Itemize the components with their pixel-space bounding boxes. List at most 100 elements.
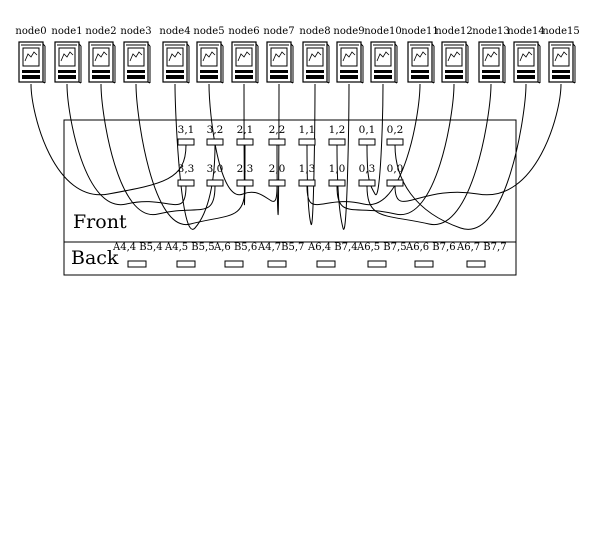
cable xyxy=(100,83,216,215)
port-socket xyxy=(386,179,404,187)
front-port: 3,3 xyxy=(177,163,195,187)
node-label: node2 xyxy=(85,26,116,37)
front-port: 2,2 xyxy=(268,124,286,146)
node-label: node14 xyxy=(507,26,545,37)
back-port-label: A4,5 B5,5 xyxy=(164,242,215,253)
server-icon xyxy=(54,41,82,84)
port-socket xyxy=(236,179,254,187)
port-socket xyxy=(298,138,316,146)
port-socket xyxy=(206,179,224,187)
server-icon xyxy=(196,41,224,84)
front-port-label: 0,1 xyxy=(359,124,376,136)
front-port: 1,1 xyxy=(298,124,316,146)
node-label: node5 xyxy=(193,26,224,37)
cable xyxy=(336,83,455,215)
front-port-label: 3,3 xyxy=(178,163,195,175)
node-4: node4 xyxy=(159,26,191,84)
server-icon xyxy=(162,41,190,84)
front-port-label: 2,2 xyxy=(269,124,286,136)
node-label: node0 xyxy=(15,26,46,37)
front-port-label: 1,0 xyxy=(329,163,346,175)
back-section-label: Back xyxy=(71,247,119,269)
front-port-label: 3,0 xyxy=(207,163,224,175)
switch-back-panel xyxy=(63,241,517,276)
node-3: node3 xyxy=(120,26,152,84)
cable xyxy=(366,83,384,196)
server-icon xyxy=(336,41,364,84)
front-port-label: 2,0 xyxy=(269,163,286,175)
cable xyxy=(243,83,246,205)
port-socket xyxy=(298,179,316,187)
front-port: 2,3 xyxy=(236,163,254,187)
node-1: node1 xyxy=(51,26,83,84)
node-5: node5 xyxy=(193,26,225,84)
port-socket xyxy=(177,179,195,187)
node-14: node14 xyxy=(507,26,545,84)
cable-group xyxy=(30,83,562,230)
node-label: node1 xyxy=(51,26,82,37)
cable xyxy=(66,83,187,206)
front-port-label: 3,1 xyxy=(178,124,195,136)
server-icon xyxy=(18,41,46,84)
front-port-label: 1,1 xyxy=(299,124,316,136)
front-port: 0,1 xyxy=(358,124,376,146)
node-label: node9 xyxy=(333,26,364,37)
node-13: node13 xyxy=(472,26,510,84)
port-socket xyxy=(358,138,376,146)
front-port: 1,3 xyxy=(298,163,316,187)
server-icon xyxy=(231,41,259,84)
back-port: A6,5 B7,5 xyxy=(356,242,407,268)
back-port: A6,7 B7,7 xyxy=(456,242,507,268)
node-6: node6 xyxy=(228,26,260,84)
back-port: A4,7B5,7 xyxy=(257,242,304,268)
front-port-label: 0,3 xyxy=(359,163,376,175)
node-label: node8 xyxy=(299,26,330,37)
server-icon xyxy=(266,41,294,84)
port-socket xyxy=(328,138,346,146)
node-label: node15 xyxy=(542,26,580,37)
front-port: 3,1 xyxy=(177,124,195,146)
front-port: 3,0 xyxy=(206,163,224,187)
front-port-label: 1,2 xyxy=(329,124,346,136)
server-icon xyxy=(513,41,541,84)
node-label: node13 xyxy=(472,26,510,37)
back-port-label: A,6 B5,6 xyxy=(213,242,257,253)
port-socket xyxy=(414,260,434,268)
node-label: node7 xyxy=(263,26,294,37)
back-port-label: A6,6 B7,6 xyxy=(405,242,456,253)
front-port: 2,0 xyxy=(268,163,286,187)
port-socket xyxy=(206,138,224,146)
port-socket xyxy=(236,138,254,146)
front-port: 2,1 xyxy=(236,124,254,146)
port-socket xyxy=(367,260,387,268)
node-2: node2 xyxy=(85,26,117,84)
server-icon xyxy=(441,41,469,84)
node-label: node6 xyxy=(228,26,259,37)
node-label: node10 xyxy=(364,26,402,37)
back-port: A,6 B5,6 xyxy=(213,242,257,268)
node-9: node9 xyxy=(333,26,365,84)
front-port-label: 1,3 xyxy=(299,163,316,175)
front-port: 0,0 xyxy=(386,163,404,187)
cable xyxy=(208,83,278,202)
port-socket xyxy=(316,260,336,268)
node-label: node12 xyxy=(435,26,473,37)
front-port-label: 0,0 xyxy=(387,163,404,175)
node-15: node15 xyxy=(542,26,580,84)
port-socket xyxy=(268,179,286,187)
back-port: A4,4 B5,4 xyxy=(112,242,163,268)
back-port: A4,5 B5,5 xyxy=(164,242,215,268)
back-port-label: A6,7 B7,7 xyxy=(456,242,507,253)
front-port: 0,3 xyxy=(358,163,376,187)
cable xyxy=(30,83,187,196)
server-icon xyxy=(88,41,116,84)
server-icon xyxy=(548,41,576,84)
front-section-label: Front xyxy=(73,211,127,233)
switch-chassis: Front Back xyxy=(63,119,517,276)
front-port: 3,2 xyxy=(206,124,224,146)
node-11: node11 xyxy=(401,26,439,84)
server-icon xyxy=(407,41,435,84)
front-port-label: 2,1 xyxy=(237,124,254,136)
